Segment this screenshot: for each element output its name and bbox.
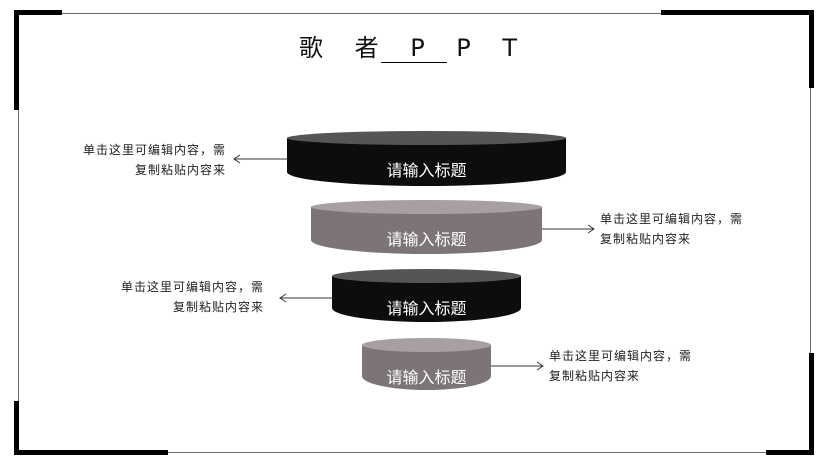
corner-top-left-h xyxy=(14,10,62,15)
level-1-title[interactable]: 请输入标题 xyxy=(386,161,467,180)
level-2-title[interactable]: 请输入标题 xyxy=(386,230,467,249)
funnel-level-3[interactable]: 请输入标题 xyxy=(332,269,521,322)
level-1-description[interactable]: 单击这里可编辑内容，需 复制粘贴内容来 xyxy=(40,140,226,180)
arrow-right-icon xyxy=(542,224,595,234)
corner-bottom-right-v xyxy=(809,353,814,455)
cylinder-body xyxy=(362,345,491,390)
description-line-2: 复制粘贴内容来 xyxy=(549,369,641,383)
description-line-1: 单击这里可编辑内容，需 xyxy=(549,349,693,363)
cylinder-top xyxy=(362,338,491,352)
description-line-1: 单击这里可编辑内容，需 xyxy=(120,280,264,294)
corner-top-right-v xyxy=(809,10,814,88)
cylinder-top xyxy=(287,131,566,145)
cylinder-body xyxy=(311,207,542,254)
frame-bottom-line xyxy=(18,452,811,453)
level-3-title[interactable]: 请输入标题 xyxy=(386,299,467,318)
cylinder-body xyxy=(332,276,521,322)
funnel-level-2[interactable]: 请输入标题 xyxy=(311,200,542,254)
slide-title[interactable]: 歌 者 P P T xyxy=(298,34,530,62)
description-line-2: 复制粘贴内容来 xyxy=(172,300,264,314)
funnel-level-4[interactable]: 请输入标题 xyxy=(362,338,491,390)
cylinder-top xyxy=(311,200,542,214)
corner-bottom-left-v xyxy=(14,401,19,455)
cylinder-top xyxy=(332,269,521,283)
cylinder-body xyxy=(287,138,566,186)
funnel-level-1[interactable]: 请输入标题 xyxy=(287,131,566,186)
frame-left-line xyxy=(18,13,19,453)
description-line-2: 复制粘贴内容来 xyxy=(134,163,226,177)
frame-top-line xyxy=(18,13,811,14)
corner-top-right-h xyxy=(661,10,814,15)
arrow-left-icon xyxy=(233,154,288,164)
level-3-description[interactable]: 单击这里可编辑内容，需 复制粘贴内容来 xyxy=(78,277,264,317)
frame-right-line xyxy=(810,13,811,453)
title-underline xyxy=(381,62,447,63)
level-4-description[interactable]: 单击这里可编辑内容，需 复制粘贴内容来 xyxy=(549,346,749,386)
arrow-right-icon xyxy=(491,361,544,371)
description-line-1: 单击这里可编辑内容，需 xyxy=(82,143,226,157)
level-2-description[interactable]: 单击这里可编辑内容，需 复制粘贴内容来 xyxy=(600,209,800,249)
level-4-title[interactable]: 请输入标题 xyxy=(386,368,467,387)
corner-top-left-v xyxy=(14,10,19,110)
description-line-1: 单击这里可编辑内容，需 xyxy=(600,212,744,226)
corner-bottom-right-h xyxy=(766,450,814,455)
description-line-2: 复制粘贴内容来 xyxy=(600,232,692,246)
corner-bottom-left-h xyxy=(14,450,168,455)
arrow-left-icon xyxy=(279,293,333,303)
